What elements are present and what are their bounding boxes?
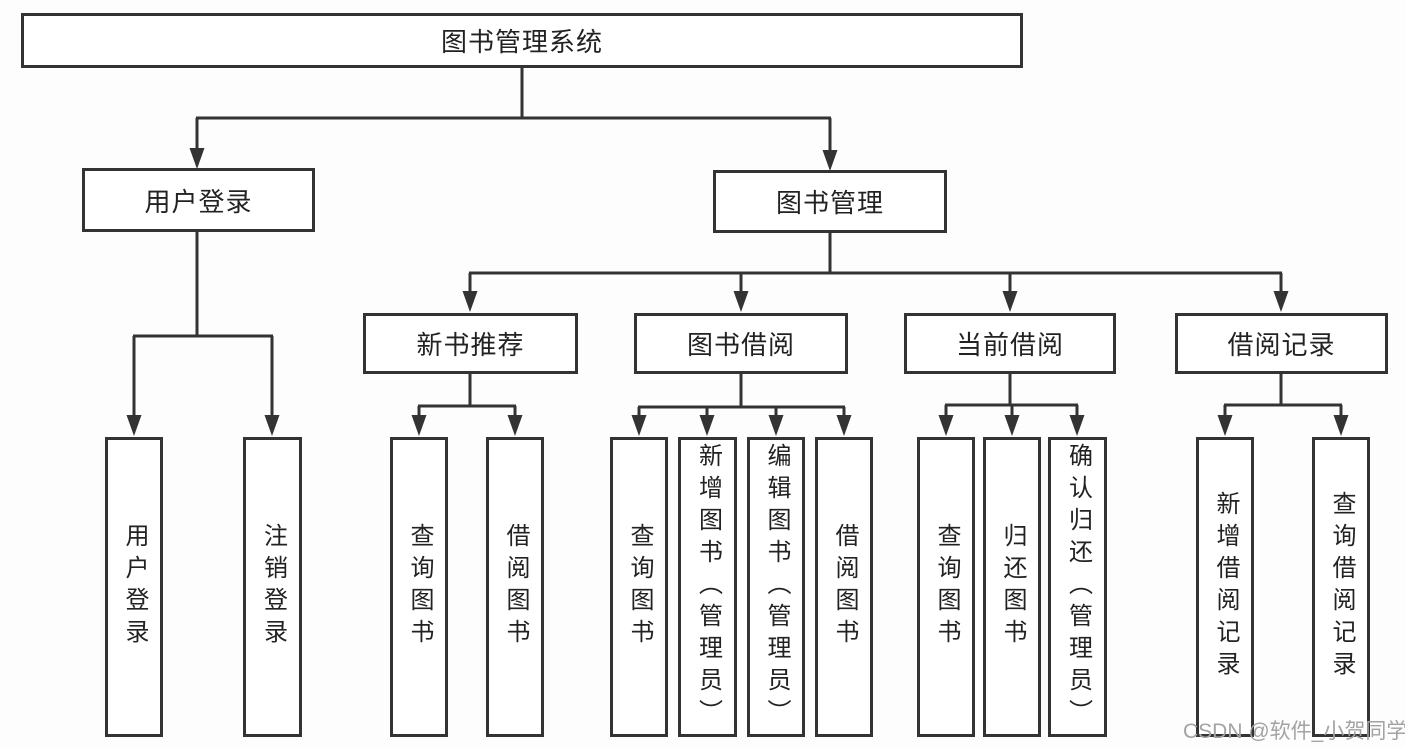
leaf-return-books: 归还图书 xyxy=(983,437,1041,737)
node-current-borrow-label: 当前借阅 xyxy=(955,330,1064,360)
watermark-text: CSDN @软件_小贺同学 xyxy=(1183,720,1405,743)
node-book-borrow-label: 图书借阅 xyxy=(686,330,795,360)
leaf-add-borrow-record: 新增借阅记录 xyxy=(1196,437,1254,737)
leaf-query-borrow-record-label: 查询借阅记录 xyxy=(1328,491,1355,683)
node-new-book-recommend-label: 新书推荐 xyxy=(416,330,525,360)
leaf-edit-books-admin: 编辑图书（管理员） xyxy=(747,437,805,737)
leaf-add-books-admin-label: 新增图书（管理员） xyxy=(694,443,722,731)
leaf-query-books-2-label: 查询图书 xyxy=(626,523,653,651)
leaf-confirm-return-admin: 确认归还（管理员） xyxy=(1048,437,1107,737)
leaf-query-books-3: 查询图书 xyxy=(917,437,975,737)
node-book-borrow: 图书借阅 xyxy=(634,313,848,374)
leaf-user-login: 用户登录 xyxy=(105,437,163,737)
leaf-borrow-books-1-label: 借阅图书 xyxy=(502,523,529,651)
leaf-borrow-books-1: 借阅图书 xyxy=(486,437,544,737)
leaf-logout-label: 注销登录 xyxy=(259,523,287,651)
node-root-system: 图书管理系统 xyxy=(21,13,1023,68)
node-new-book-recommend: 新书推荐 xyxy=(363,313,578,374)
leaf-borrow-books-2-label: 借阅图书 xyxy=(831,523,858,651)
leaf-logout: 注销登录 xyxy=(243,437,302,737)
leaf-add-books-admin: 新增图书（管理员） xyxy=(678,437,737,737)
node-borrow-records: 借阅记录 xyxy=(1175,313,1388,374)
leaf-borrow-books-2: 借阅图书 xyxy=(815,437,873,737)
leaf-query-books-3-label: 查询图书 xyxy=(933,523,960,651)
leaf-query-books-2: 查询图书 xyxy=(610,437,668,737)
node-root-label: 图书管理系统 xyxy=(440,27,603,57)
node-user-login-label: 用户登录 xyxy=(144,186,253,217)
leaf-edit-books-admin-label: 编辑图书（管理员） xyxy=(763,443,790,731)
leaf-query-borrow-record: 查询借阅记录 xyxy=(1312,437,1370,737)
leaf-user-login-label: 用户登录 xyxy=(121,523,148,651)
leaf-confirm-return-admin-label: 确认归还（管理员） xyxy=(1064,443,1092,731)
node-borrow-records-label: 借阅记录 xyxy=(1227,330,1336,360)
node-current-borrow: 当前借阅 xyxy=(904,313,1116,374)
leaf-query-books-1: 查询图书 xyxy=(390,437,448,737)
node-user-login: 用户登录 xyxy=(82,168,315,232)
leaf-add-borrow-record-label: 新增借阅记录 xyxy=(1212,491,1239,683)
node-book-management: 图书管理 xyxy=(713,170,947,233)
leaf-return-books-label: 归还图书 xyxy=(999,523,1026,651)
node-book-management-label: 图书管理 xyxy=(775,188,884,218)
leaf-query-books-1-label: 查询图书 xyxy=(406,523,433,651)
